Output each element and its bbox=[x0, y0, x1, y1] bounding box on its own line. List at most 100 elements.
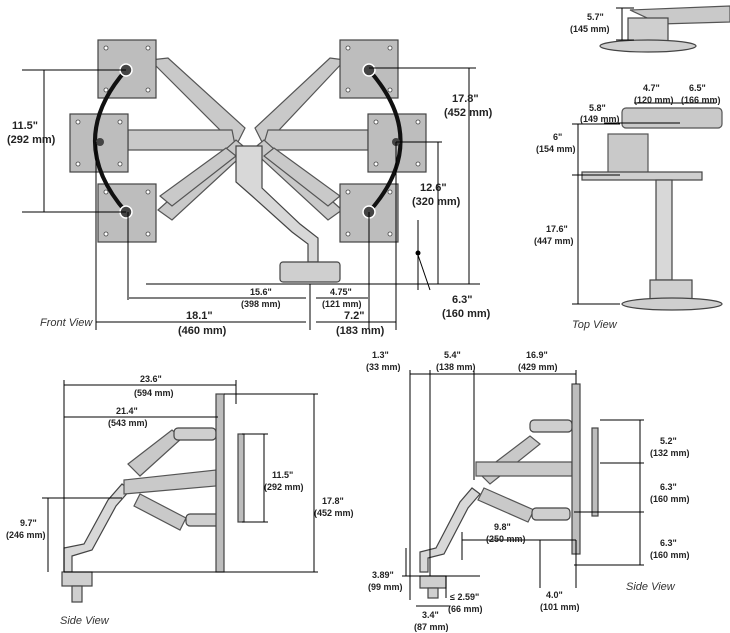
top-pole bbox=[655, 179, 673, 281]
dim-sl-115-in: 11.5" bbox=[272, 470, 293, 480]
dim-sr-40-mm: (101 mm) bbox=[540, 602, 580, 612]
dim-sr-34-in: 3.4" bbox=[422, 610, 439, 620]
top-clamp bbox=[649, 279, 693, 301]
dim-top-57-mm: (145 mm) bbox=[570, 24, 610, 34]
dim-front-475-mm: (121 mm) bbox=[322, 299, 362, 309]
sr-mid-arm bbox=[475, 461, 573, 477]
dim-sl-115-mm: (292 mm) bbox=[264, 482, 304, 492]
top-monitor-block bbox=[607, 133, 649, 175]
dim-sr-389-in: 3.89" bbox=[372, 570, 394, 580]
front-view: 11.5" (292 mm) 17.8" (452 mm) 12.6" (320… bbox=[7, 39, 493, 337]
front-right-mid-arm bbox=[261, 129, 369, 151]
caption-top-view: Top View bbox=[572, 319, 618, 331]
dim-front-178-in: 17.8" bbox=[452, 93, 479, 105]
top-view: 5.7" (145 mm) 4.7" (120 mm) 6.5" (166 mm… bbox=[534, 5, 730, 331]
dim-front-156-in: 15.6" bbox=[250, 287, 272, 297]
top-desk-line bbox=[581, 171, 703, 181]
dim-front-63-mm: (160 mm) bbox=[442, 308, 491, 320]
sr-clamp-screw bbox=[427, 587, 439, 599]
dim-sr-63a-mm: (160 mm) bbox=[650, 494, 690, 504]
sr-pole bbox=[419, 487, 481, 573]
dim-top-176-mm: (447 mm) bbox=[534, 236, 574, 246]
front-left-mid-arm bbox=[127, 129, 237, 151]
sr-upper-arm bbox=[479, 435, 541, 485]
dim-sl-214-in: 21.4" bbox=[116, 406, 138, 416]
caption-front-view: Front View bbox=[40, 317, 93, 329]
sr-clamp bbox=[419, 575, 447, 589]
dim-sl-178-mm: (452 mm) bbox=[314, 508, 354, 518]
sl-pole bbox=[63, 483, 131, 573]
dim-top-6-in: 6" bbox=[553, 132, 562, 142]
dim-front-72-in: 7.2" bbox=[344, 310, 365, 322]
sr-lower-arm bbox=[477, 487, 535, 523]
dim-sr-54-mm: (138 mm) bbox=[436, 362, 476, 372]
dim-top-57-in: 5.7" bbox=[587, 12, 604, 22]
front-left-lower-link bbox=[159, 147, 237, 207]
dim-top-47-in: 4.7" bbox=[643, 83, 660, 93]
dim-sl-236-mm: (594 mm) bbox=[134, 388, 174, 398]
dim-front-63-in: 6.3" bbox=[452, 294, 473, 306]
dim-front-115-mm: (292 mm) bbox=[7, 134, 56, 146]
sr-monitor-mid bbox=[591, 427, 599, 517]
dim-sr-169-in: 16.9" bbox=[526, 350, 548, 360]
dim-front-156-mm: (398 mm) bbox=[241, 299, 281, 309]
side-view-right: 1.3" (33 mm) 5.4" (138 mm) 16.9" (429 mm… bbox=[366, 350, 690, 632]
dim-sl-97-in: 9.7" bbox=[20, 518, 37, 528]
top-mini-base bbox=[599, 39, 697, 53]
side-view-left: 23.6" (594 mm) 21.4" (543 mm) 11.5" (292… bbox=[6, 374, 354, 627]
sr-upper-head bbox=[529, 419, 573, 433]
dim-top-58-in: 5.8" bbox=[589, 103, 606, 113]
dim-sr-259-in: ≤ 2.59" bbox=[450, 592, 479, 602]
top-base bbox=[621, 297, 723, 311]
sl-lower-arm bbox=[133, 493, 187, 531]
dim-front-72-mm: (183 mm) bbox=[336, 325, 385, 337]
dim-sr-389-mm: (99 mm) bbox=[368, 582, 403, 592]
front-base bbox=[279, 261, 341, 283]
dim-sr-34-mm: (87 mm) bbox=[414, 622, 449, 632]
top-mini-plate bbox=[627, 17, 669, 43]
sl-upper-head bbox=[173, 427, 217, 441]
dim-front-181-in: 18.1" bbox=[186, 310, 213, 322]
dim-top-65-in: 6.5" bbox=[689, 83, 706, 93]
dim-front-126-mm: (320 mm) bbox=[412, 196, 461, 208]
dim-sr-52-in: 5.2" bbox=[660, 436, 677, 446]
dim-top-47-mm: (120 mm) bbox=[634, 95, 674, 105]
dim-front-115-in: 11.5" bbox=[12, 120, 38, 132]
sl-monitor-mid bbox=[237, 433, 245, 523]
dim-front-178-mm: (452 mm) bbox=[444, 107, 493, 119]
dim-sl-236-in: 23.6" bbox=[140, 374, 162, 384]
dim-sl-214-mm: (543 mm) bbox=[108, 418, 148, 428]
front-right-lower-link bbox=[263, 147, 341, 207]
dim-sr-63b-in: 6.3" bbox=[660, 538, 677, 548]
caption-side-view-left: Side View bbox=[60, 615, 110, 627]
dim-sr-98-in: 9.8" bbox=[494, 522, 511, 532]
caption-side-view-right: Side View bbox=[626, 581, 676, 593]
dim-top-6-mm: (154 mm) bbox=[536, 144, 576, 154]
dim-sr-13-in: 1.3" bbox=[372, 350, 389, 360]
dim-sr-98-mm: (250 mm) bbox=[486, 534, 526, 544]
dim-sr-52-mm: (132 mm) bbox=[650, 448, 690, 458]
dim-sr-13-mm: (33 mm) bbox=[366, 362, 401, 372]
dim-front-181-mm: (460 mm) bbox=[178, 325, 227, 337]
dim-sr-63a-in: 6.3" bbox=[660, 482, 677, 492]
dim-sr-169-mm: (429 mm) bbox=[518, 362, 558, 372]
top-arm-body bbox=[621, 107, 723, 129]
dim-top-176-in: 17.6" bbox=[546, 224, 568, 234]
dim-sl-178-in: 17.8" bbox=[322, 496, 344, 506]
dim-front-475-in: 4.75" bbox=[330, 287, 352, 297]
dim-sr-54-in: 5.4" bbox=[444, 350, 461, 360]
dim-sr-40-in: 4.0" bbox=[546, 590, 563, 600]
dim-sl-97-mm: (246 mm) bbox=[6, 530, 46, 540]
dim-sr-63b-mm: (160 mm) bbox=[650, 550, 690, 560]
sr-lower-head bbox=[531, 507, 571, 521]
sl-monitor-front bbox=[215, 393, 225, 573]
sl-clamp-screw bbox=[71, 585, 83, 603]
sr-monitor-front bbox=[571, 383, 581, 555]
dim-top-65-mm: (166 mm) bbox=[681, 95, 721, 105]
front-left-rotation-arc bbox=[93, 68, 128, 214]
dim-sr-259-mm: (66 mm) bbox=[448, 604, 483, 614]
sl-clamp bbox=[61, 571, 93, 587]
dim-top-58-mm: (149 mm) bbox=[580, 114, 620, 124]
front-right-rotation-arc bbox=[367, 68, 403, 214]
